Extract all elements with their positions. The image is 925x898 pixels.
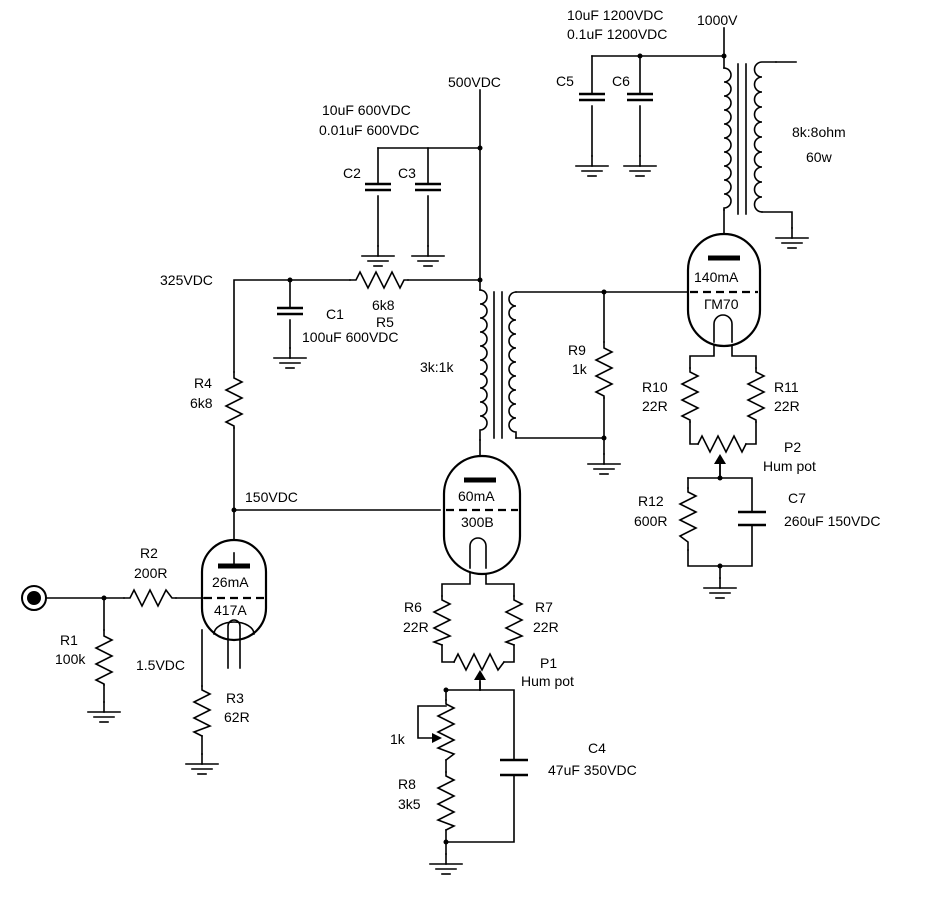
resistor-r4 xyxy=(224,371,244,429)
resistor-r3 xyxy=(192,685,212,738)
r4-value-label: 6k8 xyxy=(190,395,213,411)
c4-value-label: 47uF 350VDC xyxy=(548,762,637,778)
r3-value-label: 62R xyxy=(224,709,250,725)
r7-label: R7 xyxy=(535,599,553,615)
tube-417a xyxy=(200,538,268,669)
r9-value-label: 1k xyxy=(572,361,588,377)
c3-label: C3 xyxy=(398,165,416,181)
r4-label: R4 xyxy=(194,375,212,391)
capacitor-c6 xyxy=(625,92,655,102)
r8-trim-label: 1k xyxy=(390,731,406,747)
c1-label: C1 xyxy=(326,306,344,322)
tube-300b-type: 300B xyxy=(461,514,494,530)
wiring xyxy=(43,27,797,855)
c1-value-label: 100uF 600VDC xyxy=(302,329,399,345)
r9-label: R9 xyxy=(568,342,586,358)
output-transformer-icon xyxy=(723,61,777,215)
resistor-r11 xyxy=(746,367,766,423)
c5-c6-value-line-2: 0.1uF 1200VDC xyxy=(567,26,667,42)
resistor-r8 xyxy=(432,699,456,832)
r11-label: R11 xyxy=(774,379,799,395)
c2-label: C2 xyxy=(343,165,361,181)
r8-value-label: 3k5 xyxy=(398,796,421,812)
r7-value-label: 22R xyxy=(533,619,559,635)
c4-label: C4 xyxy=(588,740,606,756)
input-jack-icon xyxy=(21,585,47,611)
hum-pot-p1 xyxy=(452,652,506,691)
r10-value-label: 22R xyxy=(642,398,668,414)
tube-300b-current: 60mA xyxy=(458,488,495,504)
p1-desc-label: Hum pot xyxy=(521,673,574,689)
supply-500v-label: 500VDC xyxy=(448,74,501,90)
r12-label: R12 xyxy=(638,493,664,509)
c6-label: C6 xyxy=(612,73,630,89)
interstage-transformer-icon xyxy=(479,289,517,441)
resistor-r7 xyxy=(503,595,524,647)
r5-value-label: 6k8 xyxy=(372,297,395,313)
resistor-r2 xyxy=(123,588,177,608)
resistor-r6 xyxy=(431,595,452,647)
r11-value-label: 22R xyxy=(774,398,800,414)
r1-label: R1 xyxy=(60,632,78,648)
r3-label: R3 xyxy=(226,690,244,706)
capacitor-c3 xyxy=(413,182,443,192)
ot-ratio-label: 8k:8ohm xyxy=(792,124,846,140)
c2-c3-value-line-1: 10uF 600VDC xyxy=(322,102,411,118)
hum-pot-p2 xyxy=(696,434,748,479)
p1-label: P1 xyxy=(540,655,557,671)
c2-c3-value-line-2: 0.01uF 600VDC xyxy=(319,122,419,138)
resistor-r5 xyxy=(349,270,409,290)
tube-gm70-current: 140mA xyxy=(694,269,739,285)
capacitor-c7 xyxy=(738,510,766,527)
c5-c6-value-line-1: 10uF 1200VDC xyxy=(567,7,664,23)
junctions xyxy=(101,53,727,845)
labels: 1000V 10uF 1200VDC 0.1uF 1200VDC C5 C6 8… xyxy=(55,7,881,812)
resistor-r1 xyxy=(94,629,114,686)
tube-gm70-type: ГМ70 xyxy=(704,296,739,312)
bias-1-5v-label: 1.5VDC xyxy=(136,657,185,673)
c5-label: C5 xyxy=(556,73,574,89)
p2-label: P2 xyxy=(784,439,801,455)
r10-label: R10 xyxy=(642,379,668,395)
supply-325v-label: 325VDC xyxy=(160,272,213,288)
c7-label: C7 xyxy=(788,490,806,506)
ot-power-label: 60w xyxy=(806,149,833,165)
r5-label: R5 xyxy=(376,314,394,330)
supply-1000v-label: 1000V xyxy=(697,12,738,28)
interstage-ratio-label: 3k:1k xyxy=(420,359,454,375)
r8-label: R8 xyxy=(398,776,416,792)
resistor-r9 xyxy=(594,341,614,399)
resistor-r10 xyxy=(680,367,700,423)
r6-label: R6 xyxy=(404,599,422,615)
r2-value-label: 200R xyxy=(134,565,167,581)
r1-value-label: 100k xyxy=(55,651,86,667)
tube-300b xyxy=(442,454,522,576)
capacitor-c5 xyxy=(577,92,607,102)
tube-417a-current: 26mA xyxy=(212,574,249,590)
capacitor-c2 xyxy=(363,182,393,192)
tube-gm70 xyxy=(686,232,762,348)
supply-150v-label: 150VDC xyxy=(245,489,298,505)
r2-label: R2 xyxy=(140,545,158,561)
capacitor-c1 xyxy=(275,306,305,316)
capacitor-c4 xyxy=(500,758,528,777)
p2-desc-label: Hum pot xyxy=(763,458,816,474)
tube-417a-type: 417A xyxy=(214,602,247,618)
resistor-r12 xyxy=(678,487,698,551)
r6-value-label: 22R xyxy=(403,619,429,635)
c7-value-label: 260uF 150VDC xyxy=(784,513,881,529)
r12-value-label: 600R xyxy=(634,513,667,529)
